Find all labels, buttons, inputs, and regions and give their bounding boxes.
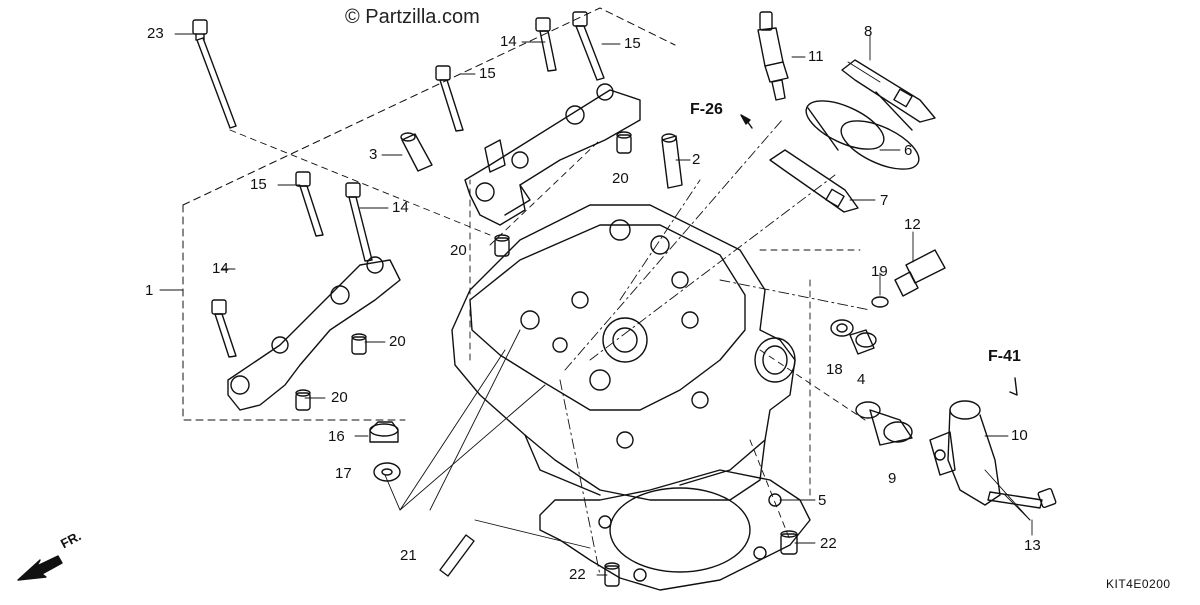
- dowel-20: [351, 333, 367, 355]
- callout-14[interactable]: 14: [212, 260, 229, 277]
- dowel-22: [604, 562, 620, 587]
- group-outline: [159, 7, 676, 421]
- dowel-20: [295, 389, 311, 411]
- callout-6[interactable]: 6: [904, 142, 913, 159]
- dowel-20: [494, 234, 510, 257]
- callout-20[interactable]: 20: [389, 333, 406, 350]
- callout-4[interactable]: 4: [857, 371, 866, 388]
- washer-17: [373, 462, 401, 482]
- callout-18[interactable]: 18: [826, 361, 843, 378]
- diagram-code: KIT4E0200: [1106, 577, 1171, 591]
- clamp-7: [769, 149, 859, 213]
- bolt-15-left: [295, 171, 324, 237]
- clamp-8: [841, 59, 936, 123]
- cam-holder-lower: [227, 256, 401, 411]
- callout-8[interactable]: 8: [864, 23, 873, 40]
- callout-10[interactable]: 10: [1011, 427, 1028, 444]
- bolt-15-mid: [435, 65, 464, 132]
- callout-15[interactable]: 15: [250, 176, 267, 193]
- water-pipe-10: [929, 400, 1001, 506]
- bolt-23: [192, 19, 237, 129]
- stud-21: [439, 534, 475, 577]
- cam-holder-upper: [464, 83, 641, 226]
- callout-13[interactable]: 13: [1024, 537, 1041, 554]
- reference-f41[interactable]: F-41: [988, 348, 1021, 365]
- callout-14[interactable]: 14: [392, 199, 409, 216]
- spark-plug-11: [757, 11, 789, 101]
- sleeve-2: [661, 133, 683, 189]
- callout-9[interactable]: 9: [888, 470, 897, 487]
- callout-17[interactable]: 17: [335, 465, 352, 482]
- callout-11[interactable]: 11: [808, 48, 824, 65]
- washer-18: [830, 319, 854, 337]
- callout-20[interactable]: 20: [612, 170, 629, 187]
- bolt-15-top: [572, 11, 605, 81]
- callout-15[interactable]: 15: [479, 65, 496, 82]
- callout-19[interactable]: 19: [871, 263, 888, 280]
- plug-4: [849, 329, 877, 355]
- callout-22[interactable]: 22: [569, 566, 586, 583]
- front-arrow: [17, 555, 63, 581]
- callout-22[interactable]: 22: [820, 535, 837, 552]
- reference-arrow-f41: [1009, 377, 1018, 396]
- thermostat-9: [855, 401, 913, 446]
- callout-5[interactable]: 5: [818, 492, 827, 509]
- nut-16: [369, 421, 399, 443]
- callout-23[interactable]: 23: [147, 25, 164, 42]
- callout-20[interactable]: 20: [331, 389, 348, 406]
- dowel-22: [780, 530, 798, 555]
- bolt-14-left: [345, 182, 373, 262]
- sensor-12: [871, 249, 946, 308]
- callout-21[interactable]: 21: [400, 547, 417, 564]
- dowel-20: [616, 131, 632, 154]
- callout-14[interactable]: 14: [500, 33, 517, 50]
- leader-lines: [174, 33, 1033, 576]
- callout-3[interactable]: 3: [369, 146, 378, 163]
- insulator-6: [805, 91, 920, 170]
- callout-7[interactable]: 7: [880, 192, 889, 209]
- bolt-14-low: [211, 299, 237, 358]
- bolt-13: [987, 487, 1057, 509]
- head-gasket: [539, 469, 811, 591]
- reference-f26[interactable]: F-26: [690, 101, 723, 118]
- watermark: © Partzilla.com: [345, 6, 480, 28]
- callout-1[interactable]: 1: [145, 282, 154, 299]
- callout-16[interactable]: 16: [328, 428, 345, 445]
- sleeve-3: [400, 132, 433, 172]
- callout-20[interactable]: 20: [450, 242, 467, 259]
- cylinder-head-5: [451, 204, 796, 501]
- callout-2[interactable]: 2: [692, 151, 701, 168]
- bolt-14-top: [535, 17, 557, 72]
- callout-12[interactable]: 12: [904, 216, 921, 233]
- callout-15[interactable]: 15: [624, 35, 641, 52]
- reference-arrow-f26: [740, 114, 753, 129]
